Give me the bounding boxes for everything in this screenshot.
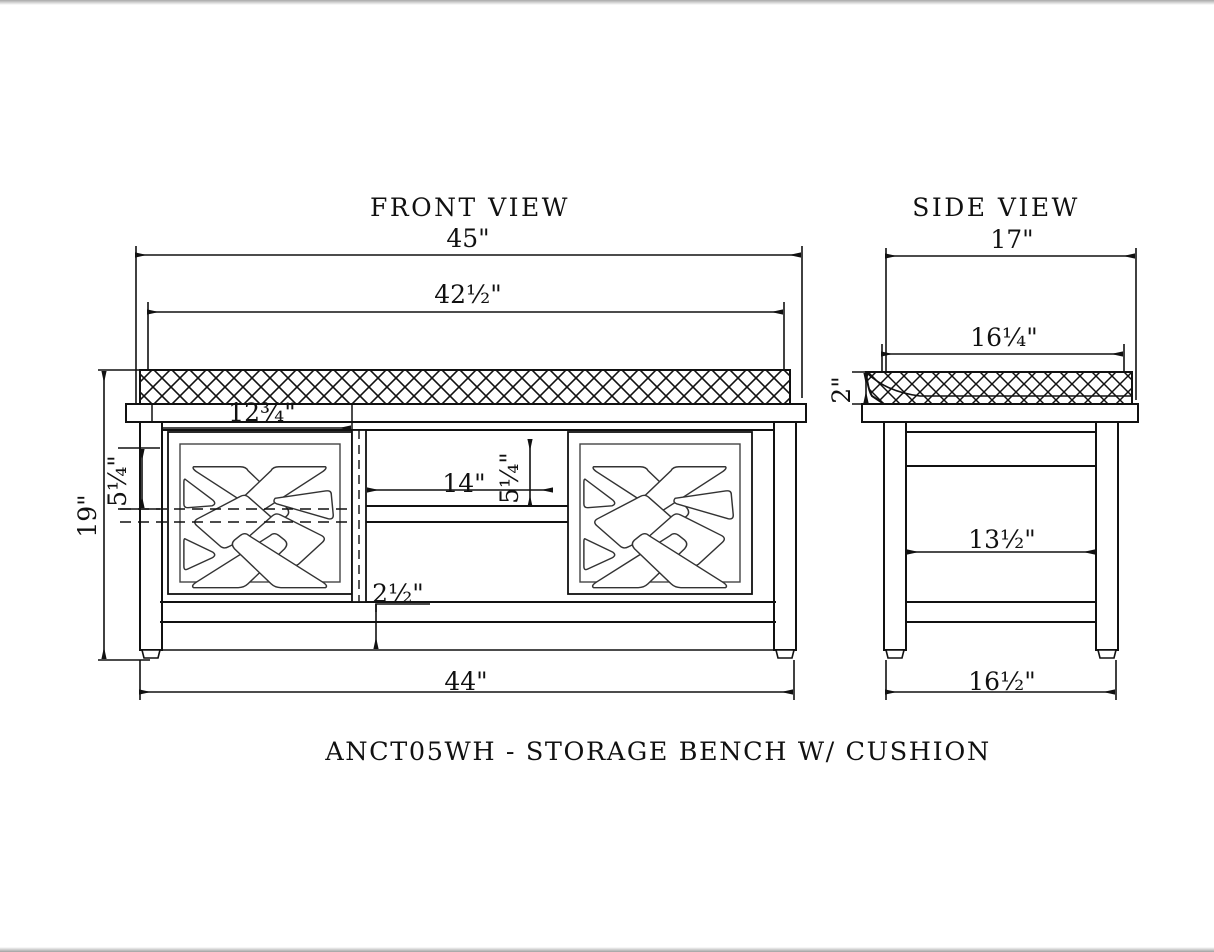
dim-label-5-quarter-center: 5¼" [495,452,524,504]
dimension-base-width: 44" [139,660,795,700]
dim-label-12-three-quarter: 12¾" [228,398,296,427]
dim-label-5-quarter-left: 5¼" [103,455,132,507]
dim-label-16-half: 16½" [968,667,1036,696]
front-seat-board [125,403,807,423]
dim-label-44: 44" [444,667,487,696]
front-left-fret-panel [120,431,360,595]
side-view-title: SIDE VIEW [912,193,1080,222]
dim-label-17: 17" [990,225,1033,254]
front-view-title: FRONT VIEW [370,193,570,222]
dim-label-16-quarter: 16¼" [970,323,1038,352]
side-rails [906,431,1096,623]
dimension-center-height: 5¼" [495,439,533,507]
dimension-cushion-width: 42½" [147,280,785,418]
dim-label-2: 2" [827,376,856,403]
dimension-panel-width: 12¾" [151,398,353,438]
side-view-group: SIDE VIEW 17" 16¼" [827,193,1139,700]
front-view-group: FRONT VIEW 45" 42½" 19" [73,193,807,700]
sheet-bottom-border [0,947,1214,952]
dimension-cushion-depth: 16¼" [881,323,1125,400]
side-seat-board [861,403,1139,423]
dimension-overall-width: 45" [135,224,803,420]
drawing-caption: ANCT05WH - STORAGE BENCH W/ CUSHION [324,737,991,767]
dim-label-2-half: 2½" [372,579,424,608]
dim-label-45: 45" [446,224,489,253]
dimension-center-width: 14" [367,469,553,498]
front-center-partition [351,429,367,603]
front-right-fret-panel [567,431,753,595]
side-cushion [864,371,1133,405]
dimension-base-depth: 16½" [885,660,1117,700]
front-center-compartment [366,505,568,523]
dim-label-13-half: 13½" [968,525,1036,554]
side-legs [883,421,1119,659]
dimension-inner-depth: 13½" [907,525,1095,555]
sheet-top-border [0,0,1214,5]
dim-label-19: 19" [73,494,102,537]
dim-label-14: 14" [442,469,485,498]
dimension-panel-height-left: 5¼" [103,447,160,510]
dimension-rail-height: 2½" [372,579,430,649]
dim-label-42-half: 42½" [434,280,502,309]
